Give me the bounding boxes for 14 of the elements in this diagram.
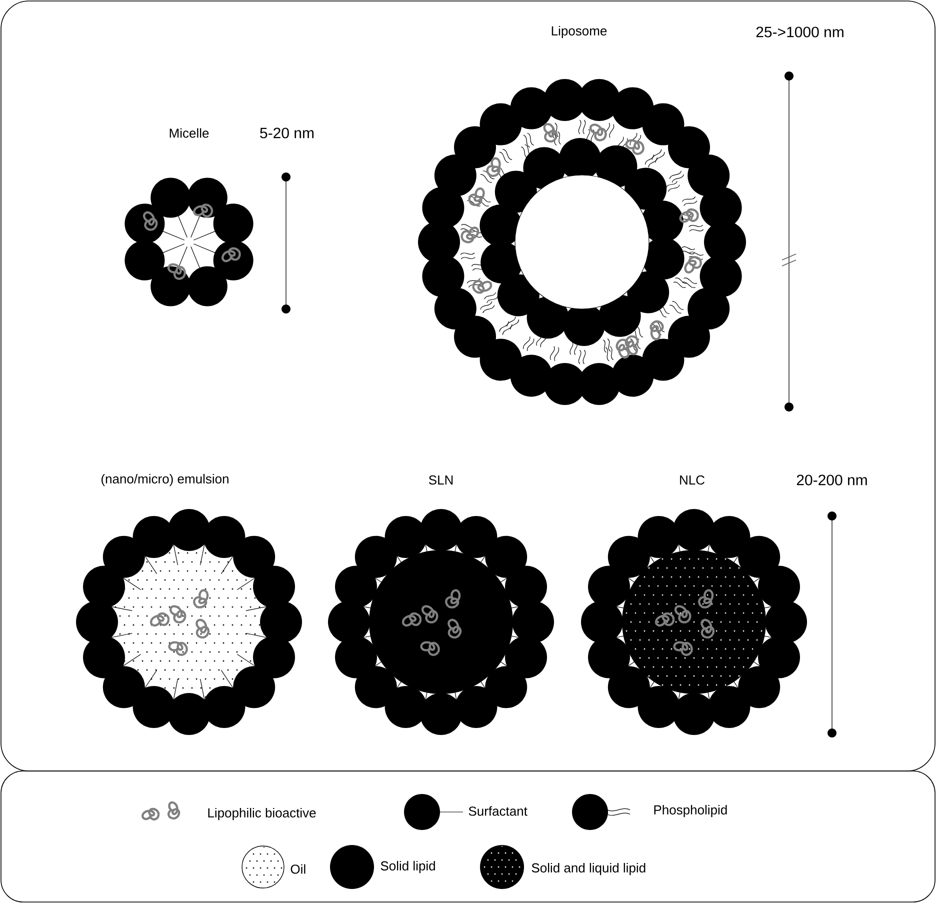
legend-label: Solid lipid [380, 860, 435, 874]
scale-label: 25->1000 nm [756, 26, 844, 38]
legend-label: Phospholipid [654, 804, 727, 818]
scale-label: 20-200 nm [796, 474, 867, 486]
scale-label: 5-20 nm [260, 128, 314, 138]
title: Liposome [552, 26, 607, 38]
legend-label: Solid and liquid lipid [532, 862, 646, 876]
title: (nano/micro) emulsion [102, 474, 228, 486]
legend-label: Surfactant [468, 806, 528, 816]
title: SLN [428, 475, 453, 485]
title: Micelle [170, 128, 209, 138]
legend-label: Oil [290, 864, 306, 874]
title: NLC [680, 475, 705, 485]
legend-label: Lipophilic bioactive [208, 808, 316, 820]
